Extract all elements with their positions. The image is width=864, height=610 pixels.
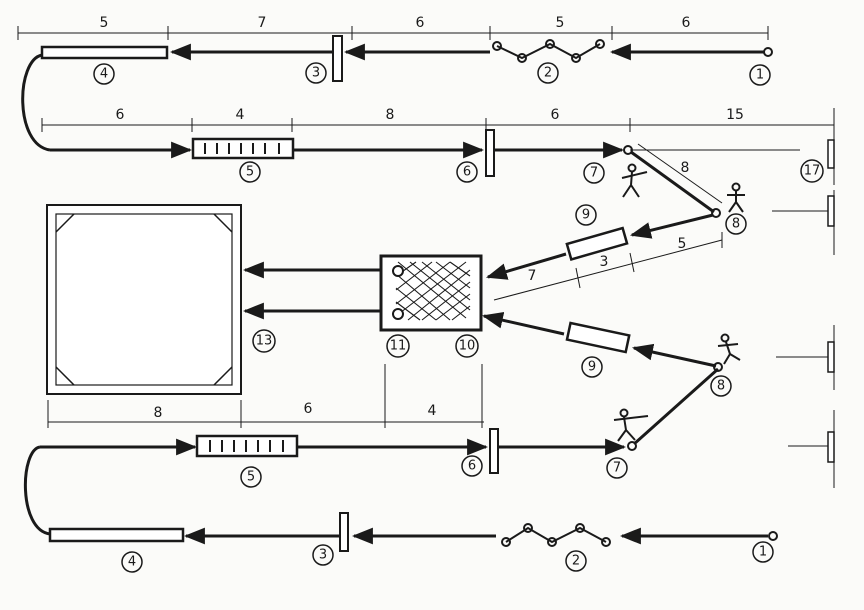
ladder-icon <box>191 137 295 160</box>
box-obstacle-icon <box>565 226 629 261</box>
station-label-1-lower: 1 <box>752 541 774 563</box>
feed-dist-1: 7 <box>528 268 537 284</box>
landing-mat-icon <box>46 204 242 395</box>
bottom-row: 1 2 3 4 <box>48 512 778 573</box>
svg-text:8: 8 <box>717 379 725 394</box>
second-dist-5: 15 <box>726 107 744 123</box>
svg-text:9: 9 <box>582 208 590 223</box>
top-dist-4: 5 <box>556 15 565 31</box>
station-label-6-lower: 6 <box>461 455 483 477</box>
station-label-9-upper: 9 <box>575 204 597 226</box>
svg-text:2: 2 <box>572 554 580 569</box>
svg-text:10: 10 <box>459 339 476 354</box>
second-row: 6 4 8 6 15 5 <box>41 107 835 198</box>
top-dist-3: 6 <box>416 15 425 31</box>
station-label-11: 11 <box>386 334 410 358</box>
station-label-2-lower: 2 <box>565 550 587 572</box>
start-post-icon <box>763 47 773 57</box>
barrier-icon <box>339 512 349 552</box>
svg-text:8: 8 <box>732 217 740 232</box>
svg-text:17: 17 <box>804 164 821 179</box>
standing-figure-icon <box>727 182 745 213</box>
svg-text:5: 5 <box>247 470 255 485</box>
svg-text:5: 5 <box>246 165 254 180</box>
station-label-10: 10 <box>455 334 479 358</box>
station-label-4-lower: 4 <box>121 551 143 573</box>
station-label-5-lower: 5 <box>240 466 262 488</box>
bench-icon <box>40 45 169 60</box>
mid-dist-3: 4 <box>428 403 437 419</box>
svg-text:4: 4 <box>128 555 136 570</box>
target-icon <box>827 341 835 373</box>
lower-feed: 9 8 <box>481 311 741 446</box>
top-dist-2: 7 <box>258 15 267 31</box>
mid-dimension: 8 6 4 <box>47 364 484 428</box>
mat-area: 13 <box>46 204 276 395</box>
station-label-6: 6 <box>456 161 478 183</box>
ladder-icon <box>195 434 299 458</box>
station-label-9-lower: 9 <box>581 356 603 378</box>
svg-text:2: 2 <box>544 66 552 81</box>
svg-text:1: 1 <box>756 68 764 83</box>
station-label-3-lower: 3 <box>312 544 334 566</box>
station-label-8-upper: 8 <box>725 213 747 235</box>
svg-text:13: 13 <box>256 334 273 349</box>
station-label-1: 1 <box>749 64 771 86</box>
svg-text:3: 3 <box>312 66 320 81</box>
second-dist-4: 6 <box>551 107 560 123</box>
thrower-figure-icon <box>613 408 649 442</box>
barrier-icon <box>489 428 499 474</box>
target-column <box>772 190 835 488</box>
zigzag-obstacle-icon <box>496 42 601 60</box>
top-row: 5 7 6 5 6 1 2 3 4 <box>17 15 773 86</box>
svg-text:6: 6 <box>463 165 471 180</box>
svg-text:11: 11 <box>390 339 407 354</box>
svg-text:1: 1 <box>759 545 767 560</box>
station-label-8-lower: 8 <box>710 375 732 397</box>
station-label-7-lower: 7 <box>606 457 628 479</box>
barrier-icon <box>332 35 343 82</box>
target-icon <box>827 431 835 463</box>
barrier-icon <box>485 129 495 177</box>
svg-text:3: 3 <box>319 548 327 563</box>
station-label-5: 5 <box>239 161 261 183</box>
start-post-icon <box>768 531 778 541</box>
station-label-17: 17 <box>800 159 824 183</box>
net-box: 11 10 <box>379 254 483 358</box>
svg-text:7: 7 <box>590 166 598 181</box>
svg-text:7: 7 <box>613 461 621 476</box>
turn-path-bottom <box>24 445 51 536</box>
jumping-figure-icon <box>717 333 741 365</box>
bench-icon <box>48 527 185 543</box>
second-dist-3: 8 <box>386 107 395 123</box>
svg-text:4: 4 <box>100 67 108 82</box>
turn-path-top <box>21 53 51 152</box>
mid-dist-1: 8 <box>154 405 163 421</box>
target-icon <box>827 139 835 169</box>
second-dist-2: 4 <box>236 107 245 123</box>
target-icon <box>827 195 835 227</box>
station-label-3: 3 <box>305 62 327 84</box>
feed-dist-2: 3 <box>600 254 609 270</box>
station-label-7: 7 <box>583 162 605 184</box>
thrower-figure-icon <box>621 163 648 198</box>
feed-dist-3: 5 <box>678 236 687 252</box>
diagonal-dist: 8 <box>681 160 690 176</box>
top-dist-1: 5 <box>100 15 109 31</box>
top-dist-5: 6 <box>682 15 691 31</box>
svg-text:9: 9 <box>588 360 596 375</box>
mid-dist-2: 6 <box>304 401 313 417</box>
zigzag-obstacle-icon <box>505 526 607 544</box>
upper-feed: 8 8 7 3 5 9 <box>485 143 747 301</box>
svg-text:6: 6 <box>468 459 476 474</box>
station-label-2: 2 <box>537 62 559 84</box>
second-dist-1: 6 <box>116 107 125 123</box>
lower-second-row: 5 6 7 <box>40 408 649 488</box>
box-obstacle-icon <box>565 321 631 354</box>
station-label-4: 4 <box>93 63 115 85</box>
station-label-13: 13 <box>252 329 276 353</box>
